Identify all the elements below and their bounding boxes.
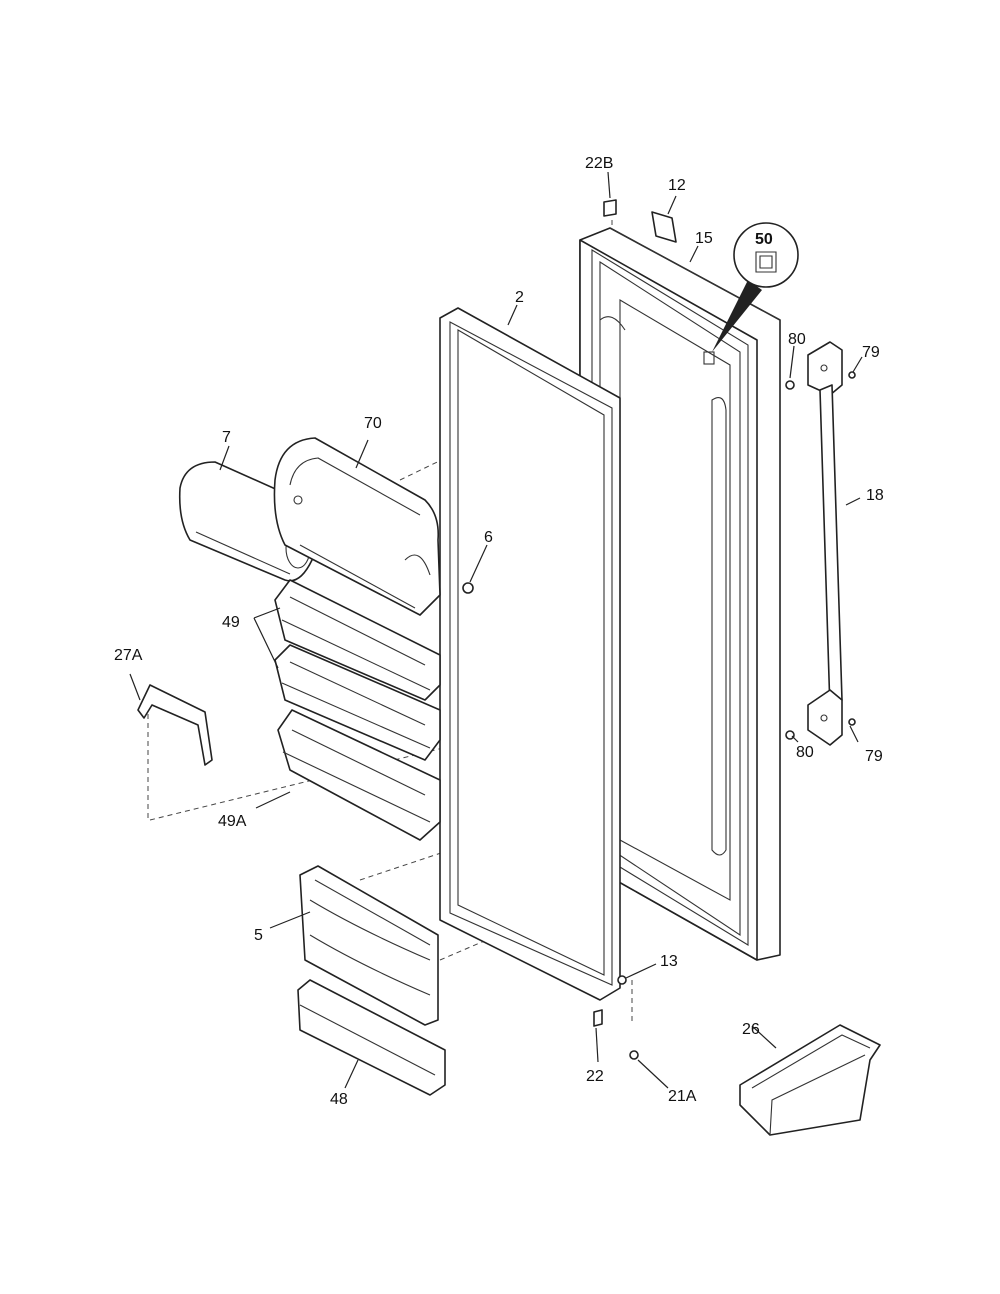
callout-18: 18: [866, 487, 884, 504]
callout-7: 7: [222, 429, 231, 446]
door-bin-part-49a: [277, 709, 441, 841]
door-gasket-part-2: [439, 307, 621, 1001]
callout-22: 22: [586, 1068, 604, 1085]
fastener-part-6: [462, 582, 474, 594]
callout-26: 26: [742, 1021, 760, 1038]
screw-part-79-top: [848, 371, 856, 379]
label-part-12: [651, 211, 677, 243]
callout-49: 49: [222, 614, 240, 631]
callout-49a: 49A: [218, 813, 247, 830]
magnifier-callout-part-50: [712, 222, 799, 352]
callout-12: 12: [668, 177, 686, 194]
callout-70: 70: [364, 415, 382, 432]
door-bin-part-48: [297, 979, 446, 1096]
callout-21a: 21A: [668, 1088, 697, 1105]
callout-22b: 22B: [585, 155, 613, 172]
callout-5: 5: [254, 927, 263, 944]
hinge-bushing-part-22: [593, 1009, 603, 1027]
screw-part-80-bottom: [785, 730, 795, 740]
callout-6: 6: [484, 529, 493, 546]
screw-part-79-bottom: [848, 718, 856, 726]
door-handle-part-18: [807, 341, 843, 746]
screw-part-80-top: [785, 380, 795, 390]
door-stop-part-13: [617, 975, 627, 985]
callout-13: 13: [660, 953, 678, 970]
callout-79-bottom: 79: [865, 748, 883, 765]
callout-50: 50: [755, 231, 773, 248]
callout-80-bottom: 80: [796, 744, 814, 761]
callout-2: 2: [515, 289, 524, 306]
callout-labels: 22B 12 15 50 2 80 79 7 70 18 6 49 27A 80…: [114, 155, 884, 1108]
bin-part-26: [739, 1024, 881, 1136]
callout-48: 48: [330, 1091, 348, 1108]
hinge-bushing-part-22b: [603, 199, 617, 217]
handle-trim-part-27a: [137, 684, 213, 766]
callout-27a: 27A: [114, 647, 143, 664]
callout-79-top: 79: [862, 344, 880, 361]
dairy-compartment-part-70: [273, 437, 441, 616]
callout-80-top: 80: [788, 331, 806, 348]
door-shell-part-15: [579, 227, 781, 961]
bottle-rack-part-5: [299, 865, 439, 1026]
door-bin-lower-part-49: [274, 644, 441, 761]
leader-lines: [129, 171, 863, 1089]
screw-part-21a: [629, 1050, 639, 1060]
door-bin-upper-part-49: [274, 579, 441, 701]
callout-15: 15: [695, 230, 713, 247]
